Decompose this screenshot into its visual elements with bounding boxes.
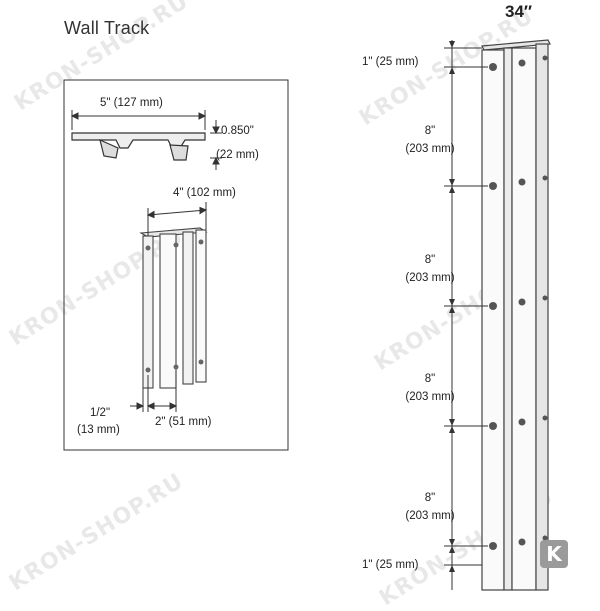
profile-height-mm-label: (22 mm)	[216, 149, 259, 161]
spacing-3-mm-label: (203 mm)	[405, 391, 455, 403]
dimension-arrows	[449, 41, 455, 572]
vertical-dimension-line	[444, 40, 488, 590]
detail-frame	[63, 79, 289, 451]
edge-offset-label: 1/2"	[89, 407, 111, 419]
large-track	[481, 39, 551, 591]
small-track-perspective	[139, 227, 208, 389]
profile-width-label: 5" (127 mm)	[100, 97, 163, 109]
spacing-4-mm-label: (203 mm)	[405, 510, 455, 522]
bottom-margin-label: 1" (25 mm)	[362, 559, 419, 571]
shop-logo-icon: K	[540, 540, 568, 568]
spacing-3-in-label: 8"	[424, 373, 436, 385]
hole-spacing-label: 2" (51 mm)	[155, 416, 212, 428]
top-margin-label: 1" (25 mm)	[362, 56, 419, 68]
edge-offset-mm-label: (13 mm)	[77, 424, 120, 436]
bottom-dimensions	[130, 372, 178, 412]
profile-width-dimension	[70, 110, 207, 130]
section-title: Wall Track	[64, 18, 150, 38]
track-length-label: 34″	[505, 2, 533, 21]
spacing-2-mm-label: (203 mm)	[405, 272, 455, 284]
spacing-1-mm-label: (203 mm)	[405, 143, 455, 155]
profile-cross-section	[71, 132, 206, 161]
track-width-dimension	[146, 202, 208, 236]
profile-height-dimension	[210, 120, 222, 170]
spacing-2-in-label: 8"	[424, 254, 436, 266]
spacing-4-in-label: 8"	[424, 492, 436, 504]
small-track-holes	[145, 239, 204, 373]
profile-height-label: 0.850"	[221, 125, 254, 137]
track-width-label: 4" (102 mm)	[173, 187, 236, 199]
large-track-holes	[489, 55, 548, 550]
spacing-1-in-label: 8"	[424, 125, 436, 137]
